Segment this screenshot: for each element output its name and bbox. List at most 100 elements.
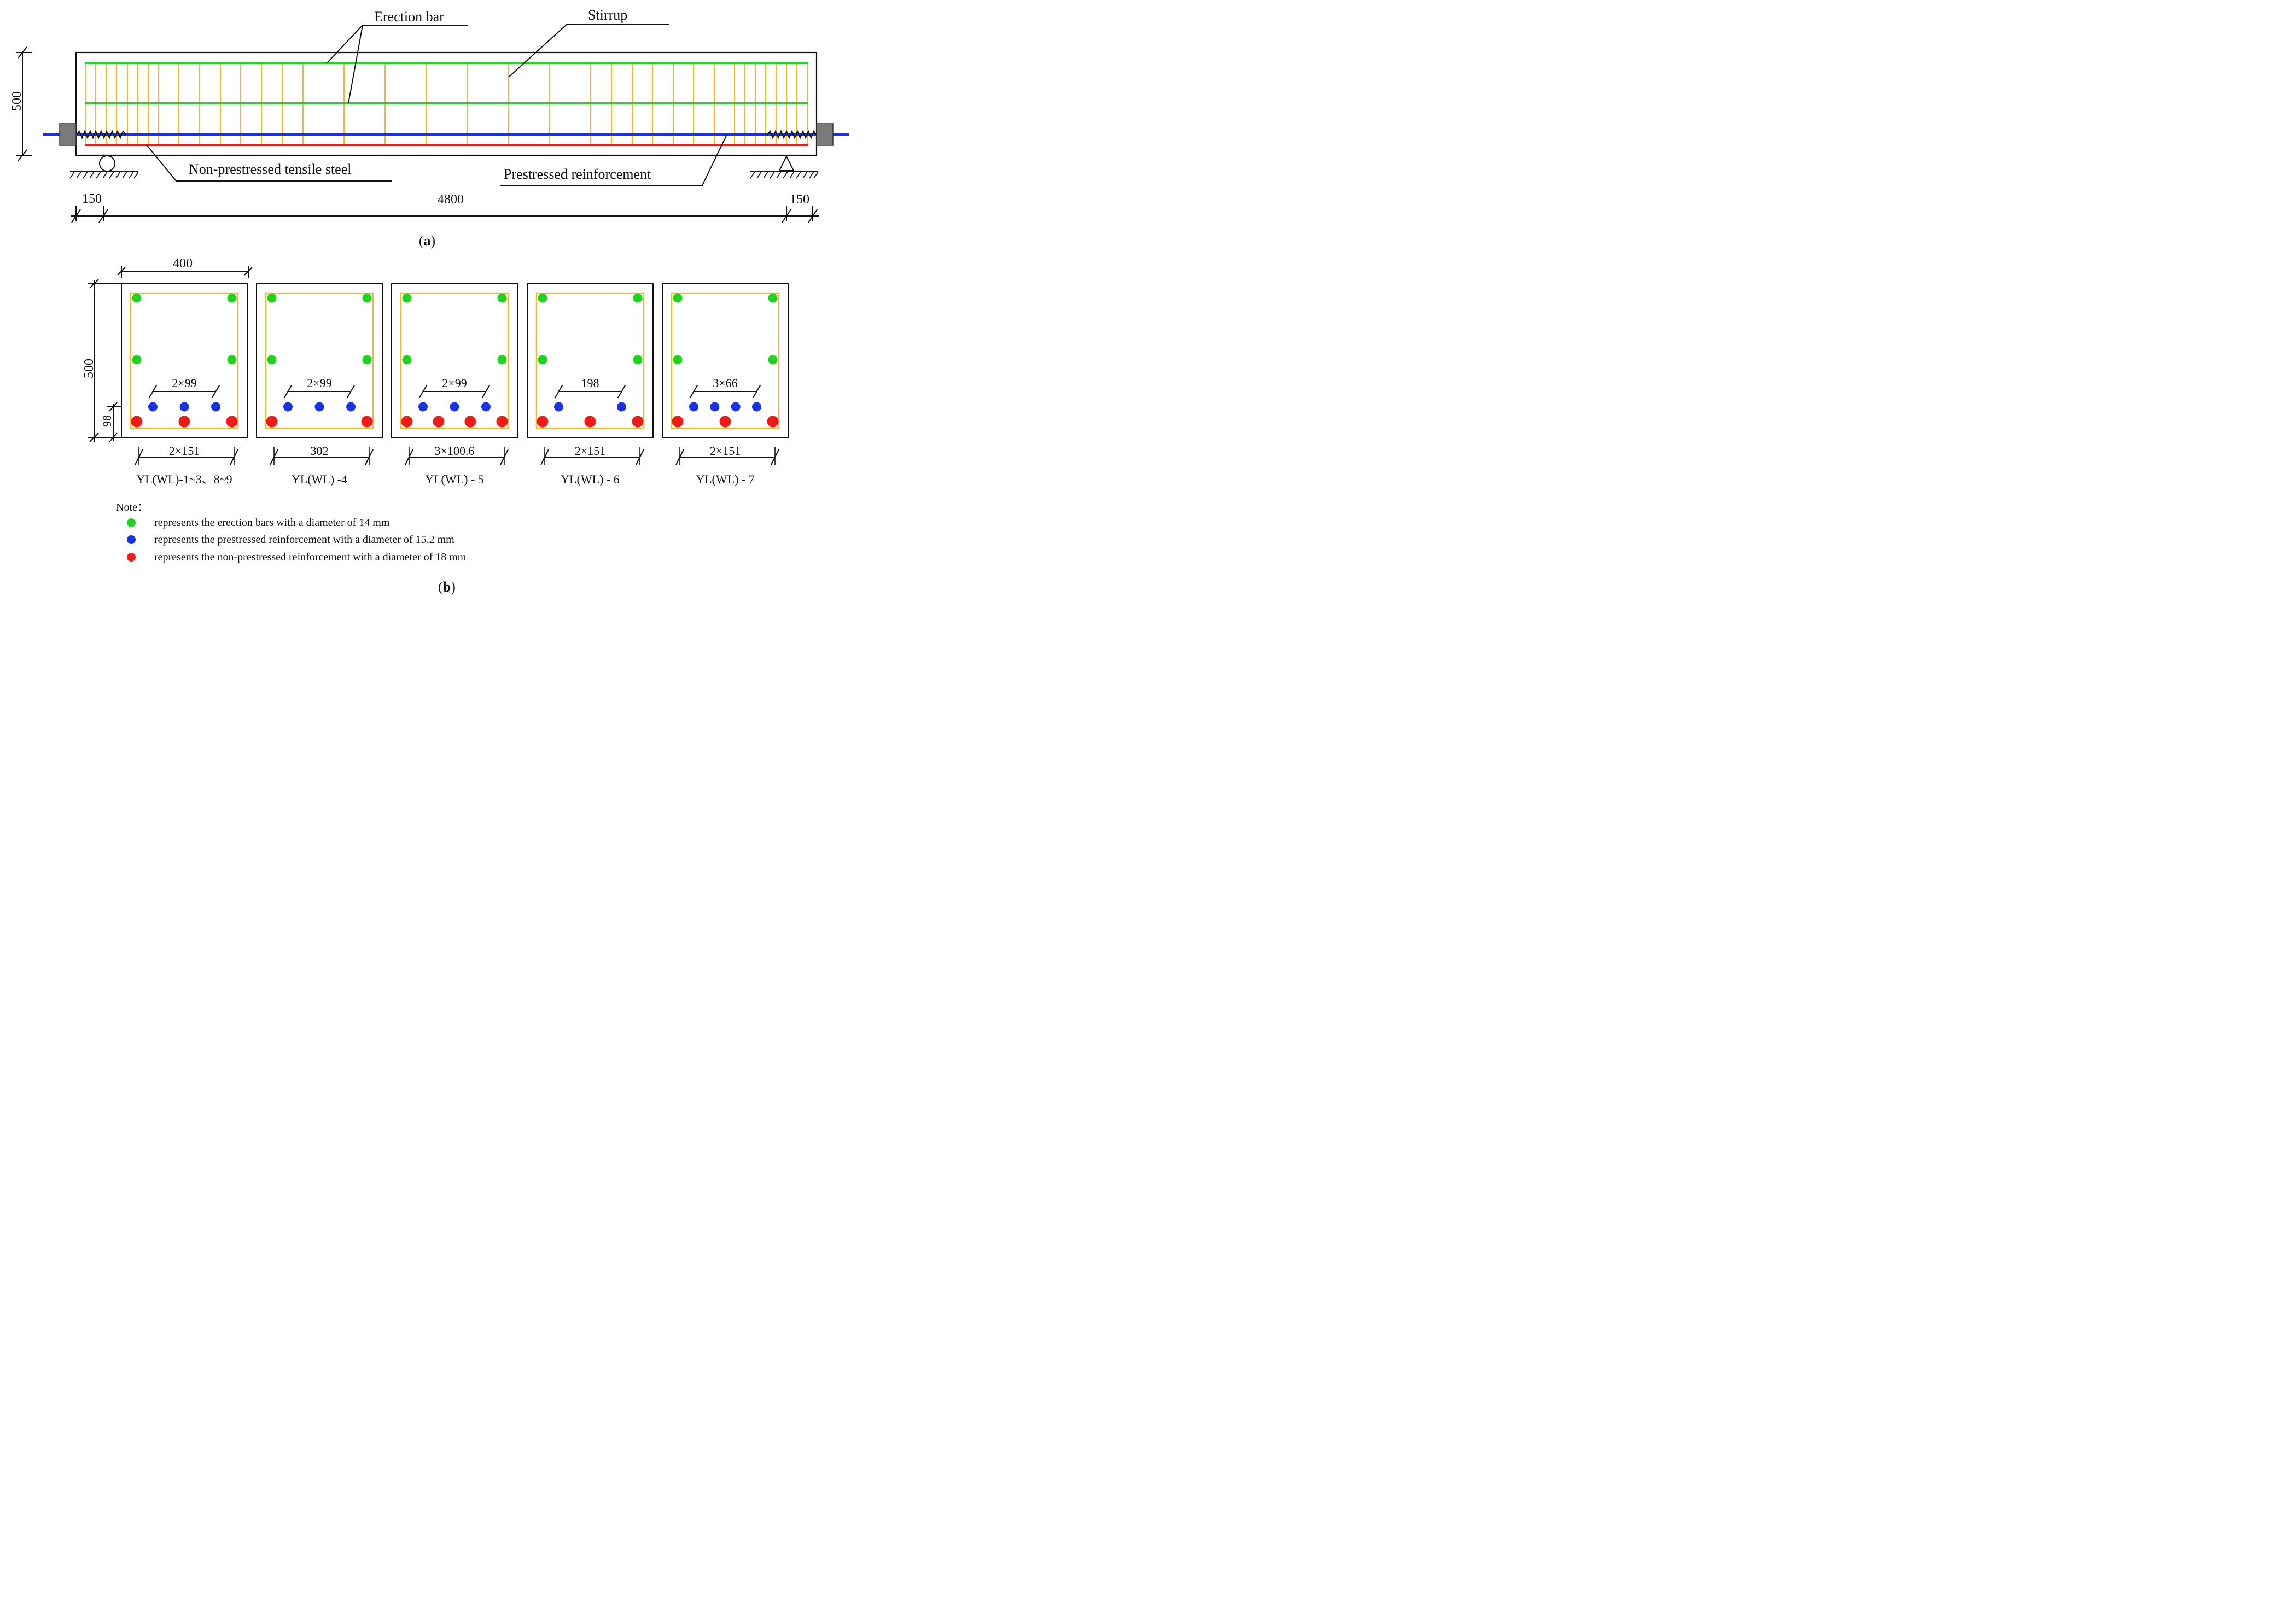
cross-sections: 400 500 98 2×992×151YL(WL)-1~3、8~92×9930… (82, 256, 789, 595)
note-title: Note： (116, 501, 148, 513)
beam-outline (75, 51, 818, 156)
span-text: 4800 (438, 192, 464, 207)
erection-bar-dot (673, 355, 683, 365)
spacing-label: 2×99 (172, 376, 196, 390)
erection-bar-dot (362, 355, 372, 365)
non-prestressed-dot (464, 416, 476, 428)
non-prestressed-dot (433, 416, 445, 428)
erection-bar-dot (768, 293, 778, 303)
prestressed-dot (752, 402, 761, 412)
prestressed-dot (148, 402, 158, 412)
section-name: YL(WL)-1~3、8~9 (136, 472, 232, 486)
spacing-dim-tick (211, 384, 220, 399)
section-outline (527, 283, 654, 438)
non-prestressed-dot (719, 416, 731, 428)
erection-bar-dot (633, 355, 643, 365)
prestressed-dot (689, 402, 698, 412)
non-prestressed-dot (401, 416, 413, 428)
erection-bar-dot (402, 293, 412, 303)
section-outline (256, 283, 383, 438)
section-name: YL(WL) - 7 (696, 472, 755, 486)
non-prestressed-label: Non-prestressed tensile steel (189, 161, 351, 177)
prestressed-dot (346, 402, 356, 412)
non-prestressed-dot (584, 416, 596, 428)
erection-bar-dot (132, 293, 142, 303)
erection-bar-dot (267, 293, 277, 303)
erection-bar-leader (327, 25, 468, 104)
erection-bar-dot (227, 355, 237, 365)
spacing-label: 2×99 (307, 376, 331, 390)
non-prestressed-dot (632, 416, 644, 428)
spacing-dim-tick (346, 384, 356, 399)
right-overhang-text: 150 (790, 192, 809, 207)
prestressed-dot (710, 402, 720, 412)
non-prestressed-dot (131, 416, 143, 428)
cover-dim-text: 98 (100, 415, 114, 427)
non-prestressed-dot (361, 416, 373, 428)
erection-bar-dot (227, 293, 237, 303)
caption-b: (b) (438, 579, 456, 595)
height-dimension: 500 (10, 46, 32, 161)
roller-support (69, 155, 139, 179)
erection-bar-dot (267, 355, 277, 365)
non-prestressed-dot (537, 416, 549, 428)
section-name: YL(WL) - 5 (425, 472, 484, 486)
non-prestressed-dot (226, 416, 238, 428)
section-outline (121, 283, 248, 438)
section-outline (662, 283, 789, 438)
legend-non-prestressed-text: represents the non-prestressed reinforce… (154, 551, 467, 563)
prestressed-dot (731, 402, 741, 412)
prestressed-dot (617, 402, 626, 412)
left-spiral (76, 130, 126, 139)
pin-support (750, 155, 819, 179)
section-width-text: 400 (173, 256, 193, 271)
erection-bar-dot (768, 355, 778, 365)
right-spiral (767, 130, 817, 139)
erection-bar-dot (132, 355, 142, 365)
legend-erection-dot (127, 518, 136, 527)
right-anchor-plate (816, 123, 834, 146)
prestressed-dot (450, 402, 459, 412)
bottom-dim-label: 2×151 (575, 444, 605, 458)
spacing-dim-tick (554, 384, 563, 399)
spacing-dim-tick (418, 384, 428, 399)
caption-a: (a) (419, 233, 435, 249)
erection-bar-dot (362, 293, 372, 303)
prestressed-dot (481, 402, 491, 412)
legend-note: Note： represents the erection bars with … (116, 501, 467, 563)
bottom-dim-label: 3×100.6 (435, 444, 475, 458)
spacing-dim-tick (752, 384, 761, 399)
prestressed-label: Prestressed reinforcement (504, 166, 651, 182)
prestressed-dot (554, 402, 563, 412)
section-stirrup (265, 292, 374, 429)
erection-bar-dot (538, 355, 547, 365)
stirrup-leader (508, 24, 669, 78)
prestressed-dot (314, 402, 324, 412)
spacing-dim-tick (617, 384, 626, 399)
section-3: 2×99 3×100.6YL(WL) - 5 (391, 283, 518, 486)
legend-prestressed-text: represents the prestressed reinforcement… (154, 534, 454, 546)
spacing-label: 198 (581, 376, 599, 390)
section-height-dimension: 500 (82, 279, 121, 442)
legend-non-prestressed-dot (127, 553, 136, 562)
bottom-dim-label: 302 (311, 444, 329, 458)
spacing-label: 2×99 (442, 376, 467, 390)
bottom-dim-label: 2×151 (710, 444, 741, 458)
erection-bar-label: Erection bar (374, 9, 444, 25)
non-prestressed-dot (496, 416, 508, 428)
height-dim-text: 500 (10, 91, 24, 111)
spacing-dim-tick (283, 384, 293, 399)
left-overhang-text: 150 (82, 192, 102, 206)
section-stirrup (130, 292, 239, 429)
spacing-dim-tick (689, 384, 698, 399)
stirrup-label: Stirrup (588, 7, 627, 23)
erection-bar-dot (497, 355, 507, 365)
erection-bar-dot (497, 293, 507, 303)
spacing-label: 3×66 (713, 376, 737, 390)
erection-bar-dot (673, 293, 683, 303)
prestressed-dot (418, 402, 428, 412)
